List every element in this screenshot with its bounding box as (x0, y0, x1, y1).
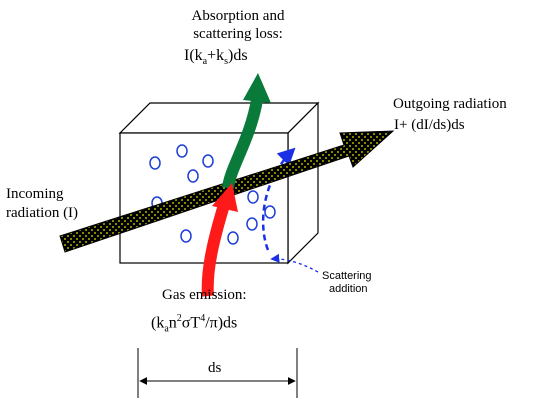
gas-emission-arrow-shaft (201, 203, 230, 297)
bubble (227, 231, 239, 245)
gas-emission-label: Gas emission: (162, 287, 247, 303)
gas-emission-arrow-head (212, 183, 238, 212)
gas-emission-formula: (kan2σT4/π)ds (151, 313, 238, 335)
absorption-formula: I(ka+ks)ds (184, 47, 248, 68)
outgoing-radiation-formula: I+ (dI/ds)ds (394, 117, 465, 133)
bubble (202, 154, 214, 168)
absorption-label-line1: Absorption and (191, 8, 285, 24)
absorption-loss-arrow-shaft (222, 98, 263, 189)
bubble (247, 190, 259, 204)
bubble (187, 169, 199, 183)
dimension-label: ds (208, 360, 222, 376)
bubble (180, 229, 192, 243)
scattering-addition-arrow (261, 147, 296, 251)
dimension-marker (137, 348, 298, 398)
absorption-loss-arrow-head (243, 73, 271, 103)
absorption-label-line2: scattering loss: (193, 26, 283, 42)
incoming-radiation-label-line1: Incoming (6, 186, 64, 202)
scattering-addition-label-line1: Scattering (322, 270, 372, 282)
bubble (264, 205, 276, 219)
bubble (176, 144, 188, 158)
gas-bubbles (149, 144, 276, 245)
control-volume-box (118, 101, 320, 265)
box-top-face (118, 102, 320, 134)
bubble (246, 217, 258, 231)
bubble (149, 156, 161, 170)
incoming-radiation-label-line2: radiation (I) (6, 205, 79, 221)
outgoing-radiation-label: Outgoing radiation (393, 96, 507, 112)
scattering-addition-label-line2: addition (329, 283, 368, 295)
